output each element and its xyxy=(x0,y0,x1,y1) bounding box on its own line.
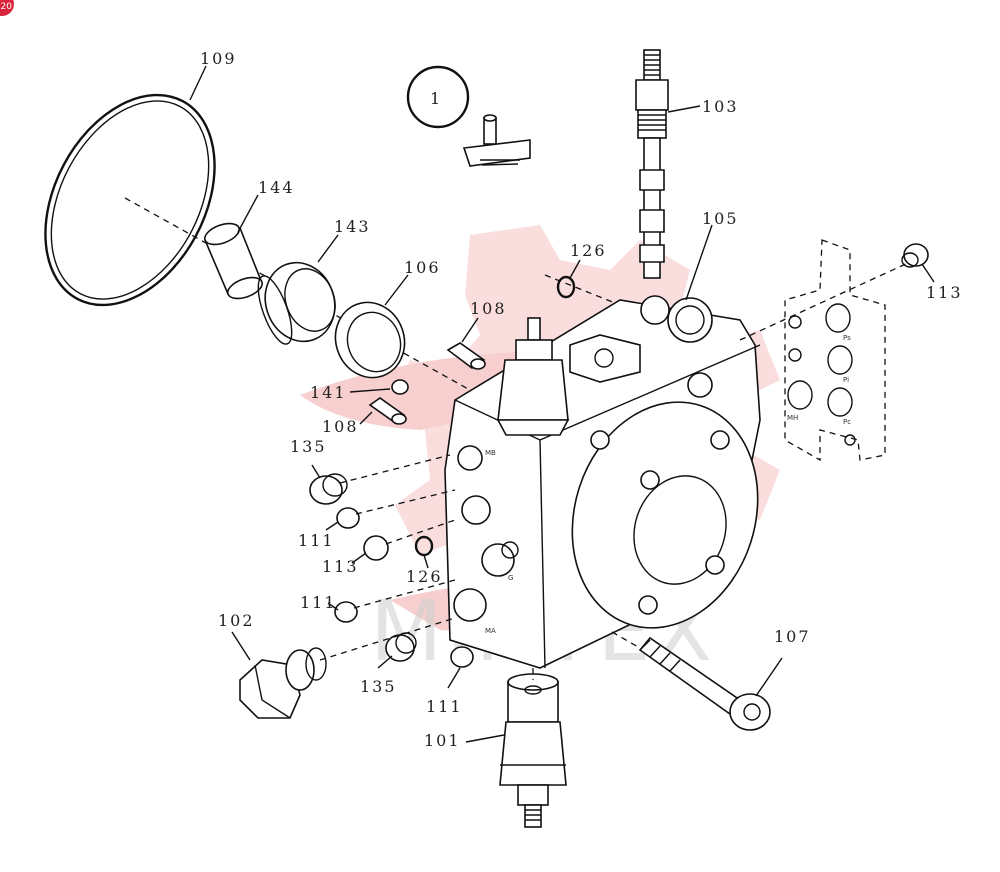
leader-106 xyxy=(384,274,409,306)
leader-109 xyxy=(189,65,207,101)
leader-113-left xyxy=(351,552,367,564)
corner-badge: 20 xyxy=(0,0,14,16)
leader-135-lower xyxy=(377,655,393,669)
callout-135-upper: 135 xyxy=(290,437,327,456)
callout-141: 141 xyxy=(310,383,347,402)
callout-144: 144 xyxy=(258,178,295,197)
leader-143 xyxy=(317,234,339,263)
callout-111-upper: 111 xyxy=(298,531,335,550)
plug-135-upper xyxy=(309,473,348,505)
callout-143: 143 xyxy=(334,217,371,236)
leader-126-lower xyxy=(423,554,429,569)
pin-108-upper xyxy=(446,342,486,370)
ring-143 xyxy=(257,261,336,345)
oring-126-top xyxy=(556,275,576,299)
callout-135-lower: 135 xyxy=(360,677,397,696)
leader-135-upper xyxy=(311,464,321,479)
dash-111-upper xyxy=(355,489,456,515)
detail-1 xyxy=(406,65,531,167)
plug-102 xyxy=(239,647,327,719)
plug-113-left xyxy=(363,535,389,561)
callout-113-top: 113 xyxy=(926,283,963,302)
dash-113-top xyxy=(739,261,911,341)
callout-126-top: 126 xyxy=(570,241,607,260)
leader-111-bottom xyxy=(447,667,461,689)
callout-103: 103 xyxy=(702,97,739,116)
pin-108-lower xyxy=(368,397,407,425)
leader-141 xyxy=(349,388,391,393)
callout-105: 105 xyxy=(702,209,739,228)
port-mark-g: G xyxy=(508,574,513,582)
port-mark-pi: Pi xyxy=(843,376,849,384)
bushing-144 xyxy=(203,222,264,300)
plug-111-bottom xyxy=(450,646,474,668)
callout-111-middle: 111 xyxy=(300,593,337,612)
bolt-107 xyxy=(638,636,771,731)
oring-109 xyxy=(44,93,216,307)
leader-108-lower xyxy=(359,411,373,425)
dash-113-left xyxy=(385,519,456,545)
dash-107 xyxy=(611,631,641,649)
callout-102: 102 xyxy=(218,611,255,630)
leader-113-top xyxy=(921,263,935,283)
plug-135-lower xyxy=(385,632,417,662)
callout-108-upper: 108 xyxy=(470,299,507,318)
dash-135-upper xyxy=(339,454,451,484)
leader-107 xyxy=(755,657,783,697)
callout-1: 1 xyxy=(430,89,442,108)
callout-106: 106 xyxy=(404,258,441,277)
port-mark-pc: Pc xyxy=(843,418,851,426)
leader-105 xyxy=(685,224,713,301)
valve-top xyxy=(496,317,570,436)
dash-102 xyxy=(319,617,456,661)
callout-126-lower: 126 xyxy=(406,567,443,586)
dash-126-top xyxy=(544,274,621,306)
stem-103 xyxy=(635,49,669,279)
plug-141 xyxy=(391,379,409,395)
port-mark-ma: MA xyxy=(485,627,496,635)
port-mark-ps: Ps xyxy=(843,334,851,342)
leader-111-upper xyxy=(325,521,339,531)
leader-102 xyxy=(231,631,251,661)
plug-111-upper xyxy=(336,507,360,529)
leader-101 xyxy=(465,734,505,743)
valve-101 xyxy=(499,673,567,828)
leader-126-top xyxy=(569,259,581,279)
gasket-plate: MH Ps Pi Pc xyxy=(784,239,886,462)
ring-106 xyxy=(334,301,406,379)
plug-113-top xyxy=(901,243,929,268)
callout-111-bottom: 111 xyxy=(426,697,463,716)
leader-144 xyxy=(237,194,259,233)
leader-111-middle xyxy=(327,602,339,611)
callout-108-lower: 108 xyxy=(322,417,359,436)
leader-108-upper xyxy=(461,317,479,343)
leader-103 xyxy=(667,105,701,113)
port-mark-mh: MH xyxy=(787,414,798,422)
callout-109: 109 xyxy=(200,49,237,68)
callout-101: 101 xyxy=(424,731,461,750)
port-mark-mb: MB xyxy=(485,449,496,457)
callout-107: 107 xyxy=(774,627,811,646)
plug-111-middle xyxy=(334,601,358,623)
callout-113-left: 113 xyxy=(322,557,359,576)
